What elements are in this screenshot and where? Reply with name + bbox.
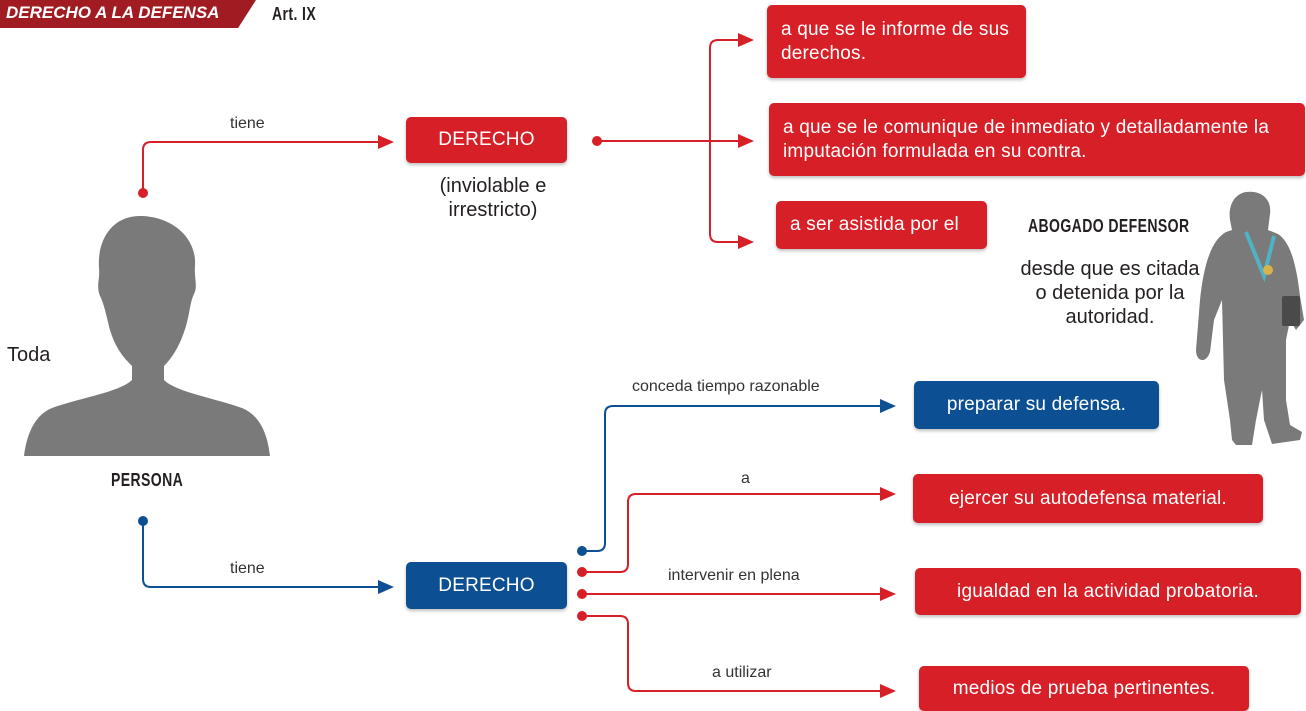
dot-branch-1 bbox=[577, 546, 587, 556]
edge-label-tiene-top: tiene bbox=[230, 115, 265, 132]
dot-branch-4 bbox=[577, 611, 587, 621]
lawyer-title: ABOGADO DEFENSOR bbox=[1028, 216, 1190, 236]
dot-bottom-person bbox=[138, 516, 148, 526]
edge-label-utilizar: a utilizar bbox=[712, 664, 772, 681]
subject-name: PERSONA bbox=[111, 470, 184, 490]
arrow-branch-4 bbox=[880, 684, 896, 698]
dot-branch-2 bbox=[577, 567, 587, 577]
node-qualifier: (inviolable e irrestricto) bbox=[439, 175, 547, 221]
node-derecho-top: DERECHO bbox=[406, 117, 567, 163]
dot-top-derecho bbox=[592, 136, 602, 146]
item-preparar-defensa: preparar su defensa. bbox=[914, 381, 1159, 429]
subject-prefix: Toda bbox=[7, 344, 51, 366]
connector-top-branch bbox=[597, 39, 738, 243]
dot-branch-3 bbox=[577, 589, 587, 599]
article-ref: Art. IX bbox=[272, 4, 317, 24]
item-igualdad: igualdad en la actividad probatoria. bbox=[915, 568, 1301, 615]
edge-label-intervenir: intervenir en plena bbox=[668, 567, 800, 584]
item-informe-derechos: a que se le informe de sus derechos. bbox=[767, 5, 1026, 78]
arrow-item-2 bbox=[738, 134, 754, 148]
node-derecho-bottom: DERECHO bbox=[406, 562, 567, 609]
arrow-branch-2 bbox=[880, 487, 896, 501]
arrow-bottom-derecho bbox=[378, 580, 394, 594]
title-bar bbox=[0, 0, 256, 28]
connector-bottom-red bbox=[582, 493, 880, 692]
dot-top-person bbox=[138, 188, 148, 198]
item-autodefensa: ejercer su autodefensa material. bbox=[913, 474, 1263, 523]
connector-bottom-blue bbox=[582, 405, 880, 552]
edge-label-a: a bbox=[741, 470, 750, 487]
arrow-item-3 bbox=[738, 235, 754, 249]
lawyer-silhouette bbox=[1196, 191, 1304, 445]
edge-label-tiempo: conceda tiempo razonable bbox=[632, 378, 820, 395]
lawyer-text: desde que es citada o detenida por la au… bbox=[1020, 258, 1200, 328]
person-silhouette bbox=[24, 216, 270, 456]
item-comunique-imputacion: a que se le comunique de inmediato y det… bbox=[769, 103, 1305, 176]
arrow-item-1 bbox=[738, 33, 754, 47]
connector-tiene-top bbox=[142, 141, 378, 193]
item-medios-prueba: medios de prueba pertinentes. bbox=[919, 666, 1249, 711]
item-asistida-por: a ser asistida por el bbox=[776, 201, 987, 249]
page-title: DERECHO A LA DEFENSA bbox=[6, 3, 220, 22]
edge-label-tiene-bottom: tiene bbox=[230, 560, 265, 577]
arrow-branch-1 bbox=[880, 399, 896, 413]
connector-tiene-bottom bbox=[142, 521, 378, 588]
arrow-top-derecho bbox=[378, 135, 394, 149]
arrow-branch-3 bbox=[880, 587, 896, 601]
